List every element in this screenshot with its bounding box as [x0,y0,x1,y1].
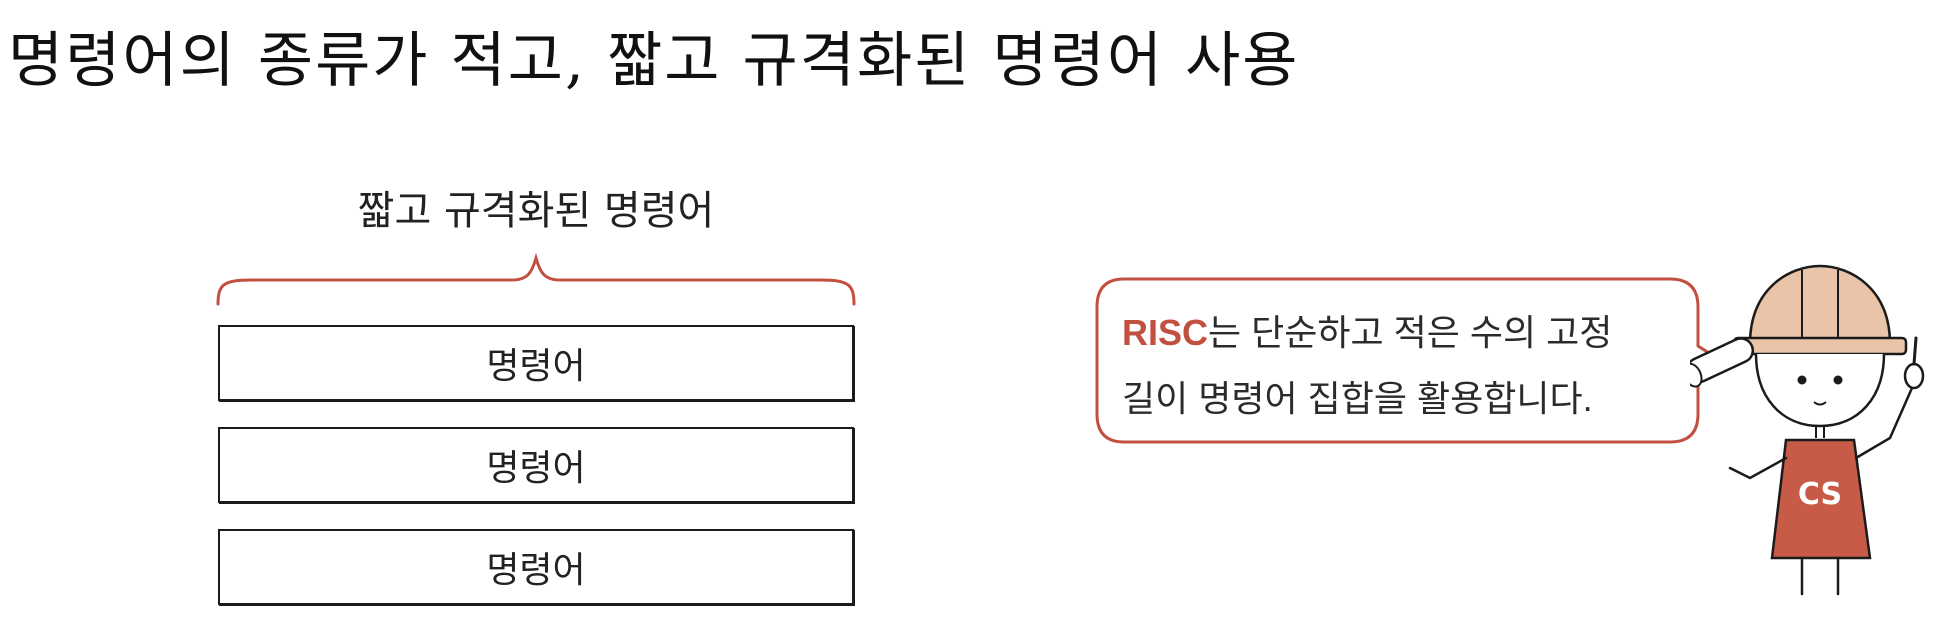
risc-highlight: RISC [1122,312,1209,353]
apron [1770,438,1872,560]
speech-bubble [1095,277,1728,444]
speech-line-1-rest: 는 단순하고 적은 수의 고정 [1208,312,1613,353]
instruction-box: 명령어 [218,529,854,605]
rolled-paper-icon [1690,337,1755,388]
instruction-box: 명령어 [218,325,854,401]
speech-line-2: 길이 명령어 집합을 활용합니다. [1122,378,1593,419]
cs-character-illustration: CS [1690,264,1925,596]
slide-title: 명령어의 종류가 적고, 짧고 규격화된 명령어 사용 [8,26,1300,96]
speech-bubble-text: RISC는 단순하고 적은 수의 고정 길이 명령어 집합을 활용합니다. [1122,300,1642,432]
speech-line-1: RISC는 단순하고 적은 수의 고정 [1122,300,1642,366]
instruction-list: 명령어 명령어 명령어 [218,325,854,631]
helmet-icon [1748,264,1892,346]
instruction-box: 명령어 [218,427,854,503]
diagram-label: 짧고 규격화된 명령어 [357,188,715,234]
curly-brace [216,252,856,306]
cs-badge: CS [1798,477,1842,512]
